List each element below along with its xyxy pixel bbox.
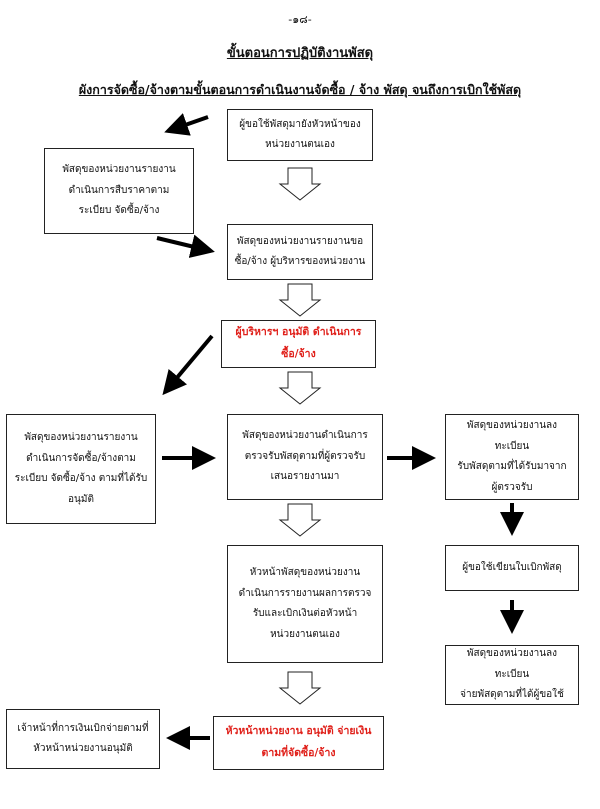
box-line: ผู้บริหารฯ อนุมัติ ดำเนินการ	[235, 326, 362, 339]
box-requisition: ผู้ขอใช้เขียนใบเบิกพัสดุ	[445, 545, 579, 591]
box-line: หัวหน้าหน่วยงาน อนุมัติ จ่ายเงิน	[225, 725, 372, 738]
box-line: ดำเนินการสืบราคาตาม	[68, 184, 170, 196]
hollow-down-arrow	[278, 503, 322, 537]
arrow-to-price-survey	[164, 113, 209, 136]
hollow-down-arrow	[278, 283, 322, 317]
box-line: หัวหน้าหน่วยงานอนุมัติ	[33, 743, 133, 754]
box-head-report: หัวหน้าพัสดุของหน่วยงาน ดำเนินการรายงานผ…	[227, 545, 383, 663]
box-line: รับและเบิกเงินต่อหัวหน้า	[252, 608, 358, 619]
box-line: ซื้อ/จ้าง ผู้บริหารของหน่วยงาน	[234, 256, 366, 267]
hollow-down-arrow	[278, 371, 322, 405]
box-line: ระเบียบ จัดซื้อ/จ้าง	[78, 205, 160, 217]
box-line: ผู้ขอใช้พัสดุมายังหัวหน้าของ	[239, 118, 361, 130]
box-price-survey: พัสดุของหน่วยงานรายงาน ดำเนินการสืบราคาต…	[44, 148, 194, 234]
box-inspection: พัสดุของหน่วยงานดำเนินการ ตรวจรับพัสดุตา…	[227, 414, 383, 500]
hollow-down-arrow	[278, 671, 322, 705]
box-line: หน่วยงานตนเอง	[270, 628, 340, 640]
hollow-down-arrow	[278, 167, 322, 201]
page-title: ขั้นตอนการปฏิบัติงานพัสดุ	[226, 46, 374, 61]
box-report-admin: พัสดุของหน่วยงานรายงานขอ ซื้อ/จ้าง ผู้บร…	[227, 224, 373, 280]
box-finance-officer: เจ้าหน้าที่การเงินเบิกจ่ายตามที่ หัวหน้า…	[6, 709, 160, 769]
box-line: หน่วยงานตนเอง	[265, 139, 335, 150]
box-line: พัสดุของหน่วยงานลงทะเบียน	[466, 648, 558, 680]
box-admin-approve: ผู้บริหารฯ อนุมัติ ดำเนินการ ซื้อ/จ้าง	[221, 320, 376, 368]
box-line: ตรวจรับพัสดุตามที่ผู้ตรวจรับ	[244, 450, 366, 462]
box-register-receive: พัสดุของหน่วยงานลงทะเบียน รับพัสดุตามที่…	[445, 414, 579, 500]
box-line: พัสดุของหน่วยงานรายงาน	[24, 432, 138, 443]
box-line: ตามที่จัดซื้อ/จ้าง	[261, 747, 336, 759]
page-subtitle: ผังการจัดซื้อ/จ้างตามขั้นตอนการดำเนินงาน…	[78, 82, 522, 97]
box-line: ผู้ตรวจรับ	[491, 481, 533, 493]
arrow-to-report-admin	[156, 234, 215, 258]
box-line: พัสดุของหน่วยงานรายงานขอ	[236, 235, 364, 247]
box-line: รับพัสดุตามที่ได้รับมาจาก	[457, 461, 567, 472]
box-line: ผู้ขอใช้เขียนใบเบิกพัสดุ	[462, 561, 562, 573]
box-line: ซื้อ/จ้าง	[281, 348, 316, 360]
box-request: ผู้ขอใช้พัสดุมายังหัวหน้าของ หน่วยงานตนเ…	[227, 109, 373, 161]
box-line: ระเบียบ จัดซื้อ/จ้าง ตามที่ได้รับ	[14, 473, 148, 484]
box-line: พัสดุของหน่วยงานลงทะเบียน	[466, 420, 558, 452]
box-line: หัวหน้าพัสดุของหน่วยงาน	[249, 567, 361, 578]
box-line: จ่ายพัสดุตามที่ได้ผู้ขอใช้	[460, 689, 564, 701]
arrow-to-purchase-report	[162, 334, 214, 396]
box-line: ดำเนินการรายงานผลการตรวจ	[238, 587, 372, 599]
box-line: ดำเนินการจัดซื้อ/จ้างตาม	[26, 452, 136, 464]
box-line: เสนอรายงานมา	[270, 471, 340, 483]
box-line: อนุมัติ	[68, 493, 94, 505]
box-head-approve-pay: หัวหน้าหน่วยงาน อนุมัติ จ่ายเงิน ตามที่จ…	[213, 716, 384, 770]
page-number: -๑๘-	[288, 13, 312, 26]
box-register-dispense: พัสดุของหน่วยงานลงทะเบียน จ่ายพัสดุตามที…	[445, 645, 579, 705]
box-line: พัสดุของหน่วยงานดำเนินการ	[242, 430, 368, 442]
box-line: พัสดุของหน่วยงานรายงาน	[62, 164, 176, 176]
box-line: เจ้าหน้าที่การเงินเบิกจ่ายตามที่	[17, 722, 149, 734]
box-purchase-report: พัสดุของหน่วยงานรายงาน ดำเนินการจัดซื้อ/…	[6, 414, 156, 524]
